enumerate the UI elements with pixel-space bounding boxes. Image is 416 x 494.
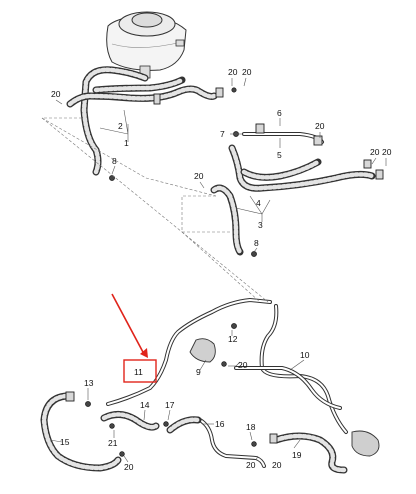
highlight-box — [123, 359, 157, 383]
part-labels: 1 2 3 4 5 6 7 8 8 9 10 11 12 13 14 15 16… — [51, 67, 392, 472]
part-label-10: 10 — [300, 350, 310, 360]
hose-15 — [40, 391, 125, 472]
assembly-guides — [40, 117, 269, 303]
part-label-8b: 8 — [254, 238, 259, 248]
part-label-16: 16 — [215, 419, 225, 429]
part-label-13: 13 — [84, 378, 94, 388]
part-label-9: 9 — [196, 367, 201, 377]
part-label-8a: 8 — [112, 156, 117, 166]
part-label-20b: 20 — [242, 67, 252, 77]
part-label-2: 2 — [118, 121, 123, 131]
part-label-21: 21 — [108, 438, 118, 448]
part-label-7: 7 — [220, 129, 225, 139]
part-label-18: 18 — [246, 422, 256, 432]
part-label-20d: 20 — [315, 121, 325, 131]
part-label-5: 5 — [277, 150, 282, 160]
part-label-11: 11 — [134, 367, 143, 377]
part-label-20i: 20 — [124, 462, 134, 472]
part-label-17: 17 — [165, 400, 175, 410]
part-label-20a: 20 — [228, 67, 238, 77]
part-label-15: 15 — [60, 437, 70, 447]
hose-19 — [251, 430, 380, 474]
part-label-6: 6 — [277, 108, 282, 118]
part-label-20c: 20 — [51, 89, 61, 99]
leader-lines — [49, 77, 387, 463]
part-label-20e: 20 — [370, 147, 380, 157]
part-label-20j: 20 — [246, 460, 256, 470]
pipe-system-lower — [106, 298, 348, 468]
part-label-20g: 20 — [194, 171, 204, 181]
part-label-12: 12 — [228, 334, 238, 344]
part-label-19: 19 — [292, 450, 302, 460]
hose-assembly-1 — [66, 66, 237, 181]
highlight-annotation — [111, 293, 157, 383]
hose-assembly-3 — [210, 144, 384, 257]
part-label-20h: 20 — [238, 360, 248, 370]
part-label-1: 1 — [124, 138, 129, 148]
pipe-5 — [233, 123, 372, 169]
part-label-20k: 20 — [272, 460, 282, 470]
part-label-20f: 20 — [382, 147, 392, 157]
part-label-4: 4 — [256, 198, 261, 208]
hose-14 — [100, 411, 160, 431]
expansion-tank — [106, 11, 187, 79]
part-label-14: 14 — [140, 400, 150, 410]
hose-16 — [163, 416, 202, 434]
part-label-3: 3 — [258, 220, 263, 230]
